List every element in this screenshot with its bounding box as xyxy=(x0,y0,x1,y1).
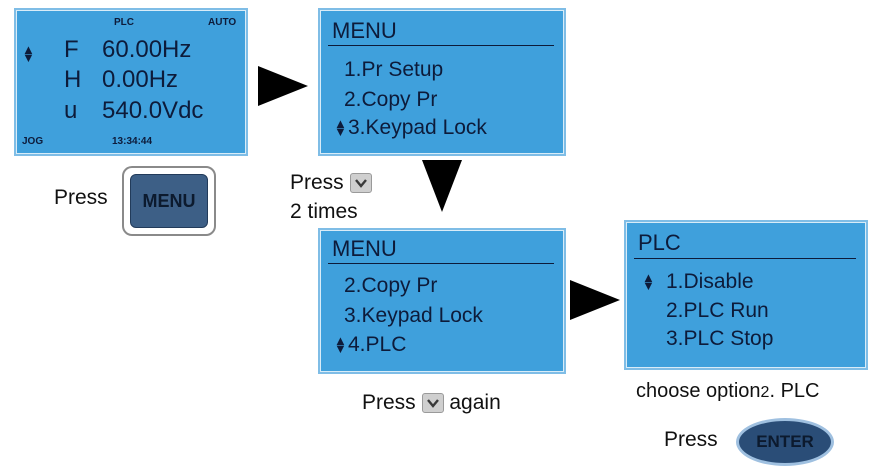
down-key-icon[interactable] xyxy=(421,393,444,414)
updown-arrows-icon: ▲▼ xyxy=(334,116,347,139)
press-down-label: Press xyxy=(290,171,372,195)
arrow-right-icon xyxy=(570,280,620,320)
status-screen: PLC AUTO ▲▼ F 60.00Hz H 0.00Hz u 540.0Vd… xyxy=(14,8,248,156)
press-again-text: Press xyxy=(362,391,416,414)
output-letter: H xyxy=(64,66,82,93)
plc-option-run: 2.PLC Run xyxy=(666,299,769,322)
title-divider xyxy=(634,258,856,259)
title-divider xyxy=(328,45,554,46)
auto-indicator: AUTO xyxy=(208,17,237,28)
menu-title: MENU xyxy=(332,18,397,43)
choose-text: choose option xyxy=(636,380,761,402)
title-divider xyxy=(328,263,554,264)
plc-indicator: PLC xyxy=(114,17,134,28)
choose-number: 2 xyxy=(760,384,770,401)
menu-item-pr-setup: 1.Pr Setup xyxy=(344,58,444,81)
menu-item-keypad-lock: 3.Keypad Lock xyxy=(344,304,483,327)
arrow-down-icon xyxy=(422,160,462,212)
menu-key-label: MENU xyxy=(130,174,208,228)
freq-value: 60.00Hz xyxy=(102,36,192,63)
menu-key[interactable]: MENU xyxy=(122,166,216,236)
menu-screen-1: MENU 1.Pr Setup 2.Copy Pr ▲▼ 3.Keypad Lo… xyxy=(318,8,566,156)
arrow-right-icon xyxy=(258,66,308,106)
freq-letter: F xyxy=(64,36,79,63)
press-enter-label: Press xyxy=(664,428,718,451)
press-menu-label: Press xyxy=(54,186,108,209)
menu-title: MENU xyxy=(332,236,397,261)
enter-key[interactable]: ENTER xyxy=(736,418,834,466)
press-again-label: Press again xyxy=(362,391,501,415)
updown-arrows-icon: ▲▼ xyxy=(334,333,347,356)
plc-option-disable: 1.Disable xyxy=(666,270,754,293)
jog-indicator: JOG xyxy=(22,136,44,147)
plc-screen: PLC ▲▼ 1.Disable 2.PLC Run 3.PLC Stop xyxy=(624,220,868,370)
again-text: again xyxy=(449,391,501,414)
menu-item-copy-pr: 2.Copy Pr xyxy=(344,274,438,297)
voltage-value: 540.0Vdc xyxy=(102,97,204,124)
press-down-text: Press xyxy=(290,171,344,194)
menu-screen-2: MENU 2.Copy Pr 3.Keypad Lock ▲▼ 4.PLC xyxy=(318,228,566,374)
updown-arrows-icon: ▲▼ xyxy=(642,270,655,293)
menu-item-copy-pr: 2.Copy Pr xyxy=(344,88,438,111)
choose-option-label: choose option2. PLC xyxy=(636,380,819,403)
output-value: 0.00Hz xyxy=(102,66,179,93)
updown-arrows-icon: ▲▼ xyxy=(22,42,35,65)
down-key-icon[interactable] xyxy=(349,173,372,194)
voltage-letter: u xyxy=(64,97,78,124)
plc-title: PLC xyxy=(638,230,681,255)
menu-item-keypad-lock: 3.Keypad Lock xyxy=(348,116,487,139)
times-label: 2 times xyxy=(290,200,358,223)
menu-item-plc: 4.PLC xyxy=(348,333,407,356)
choose-suffix: . PLC xyxy=(769,380,820,402)
plc-option-stop: 3.PLC Stop xyxy=(666,327,774,350)
clock: 13:34:44 xyxy=(112,136,153,147)
